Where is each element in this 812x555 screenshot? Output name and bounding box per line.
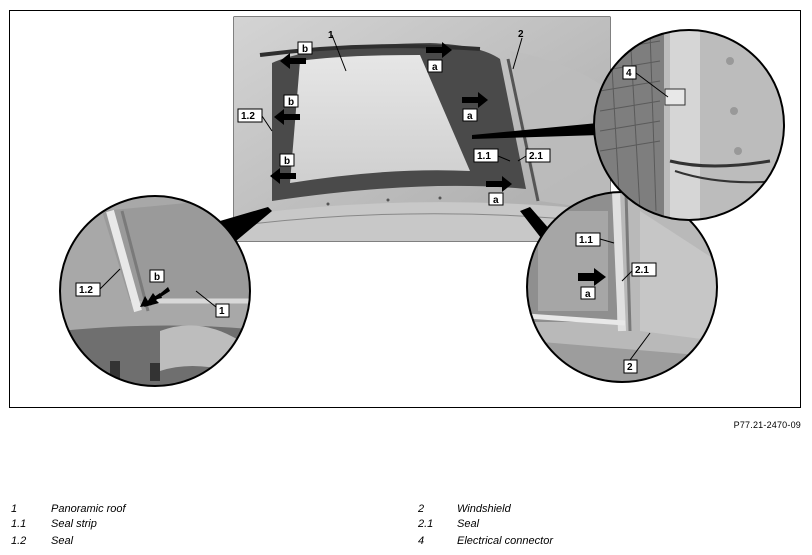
illustration-frame: 1 2 a a a b b — [9, 10, 801, 408]
svg-text:b: b — [302, 44, 308, 55]
svg-text:b: b — [288, 97, 294, 108]
arrow-a-detail: a — [578, 268, 606, 300]
svg-text:b: b — [154, 272, 160, 283]
main-roof-view: 1 2 a a a b b — [233, 16, 611, 242]
callout-1-1-detail: 1.1 — [579, 235, 593, 246]
callout-2-1: 2.1 — [529, 151, 543, 162]
arrow-a-top: a — [426, 42, 452, 73]
svg-text:a: a — [467, 111, 473, 122]
callout-4: 4 — [626, 68, 632, 79]
detail-left-circle: 1.2 b 1 — [59, 195, 272, 387]
callout-2: 2 — [518, 29, 524, 40]
arrow-a-bottom: a — [486, 176, 512, 206]
svg-text:a: a — [493, 195, 499, 206]
callout-1-detail: 1 — [219, 306, 225, 317]
detail-right-circle: 1.1 2.1 a 2 — [520, 191, 718, 383]
arrow-b-mid: b — [274, 94, 300, 125]
svg-text:b: b — [284, 156, 290, 167]
callout-2-detail: 2 — [627, 362, 633, 373]
callout-1-2: 1.2 — [241, 111, 255, 122]
svg-text:a: a — [585, 289, 591, 300]
arrow-b-top: b — [280, 41, 313, 69]
callout-1-1: 1.1 — [477, 151, 491, 162]
arrow-b-bottom: b — [270, 153, 296, 184]
arrow-a-mid: a — [462, 92, 488, 122]
callout-2-1-detail: 2.1 — [635, 265, 649, 276]
svg-text:a: a — [432, 62, 438, 73]
figure-reference: P77.21-2470-09 — [733, 420, 801, 430]
detail-top-right-circle: 4 — [593, 29, 785, 221]
roof-illustration: 1 2 a a a b b — [59, 16, 785, 387]
arrow-b-detail: b — [140, 269, 170, 307]
callout-1: 1 — [328, 30, 334, 41]
callout-1-2-detail: 1.2 — [79, 285, 93, 296]
